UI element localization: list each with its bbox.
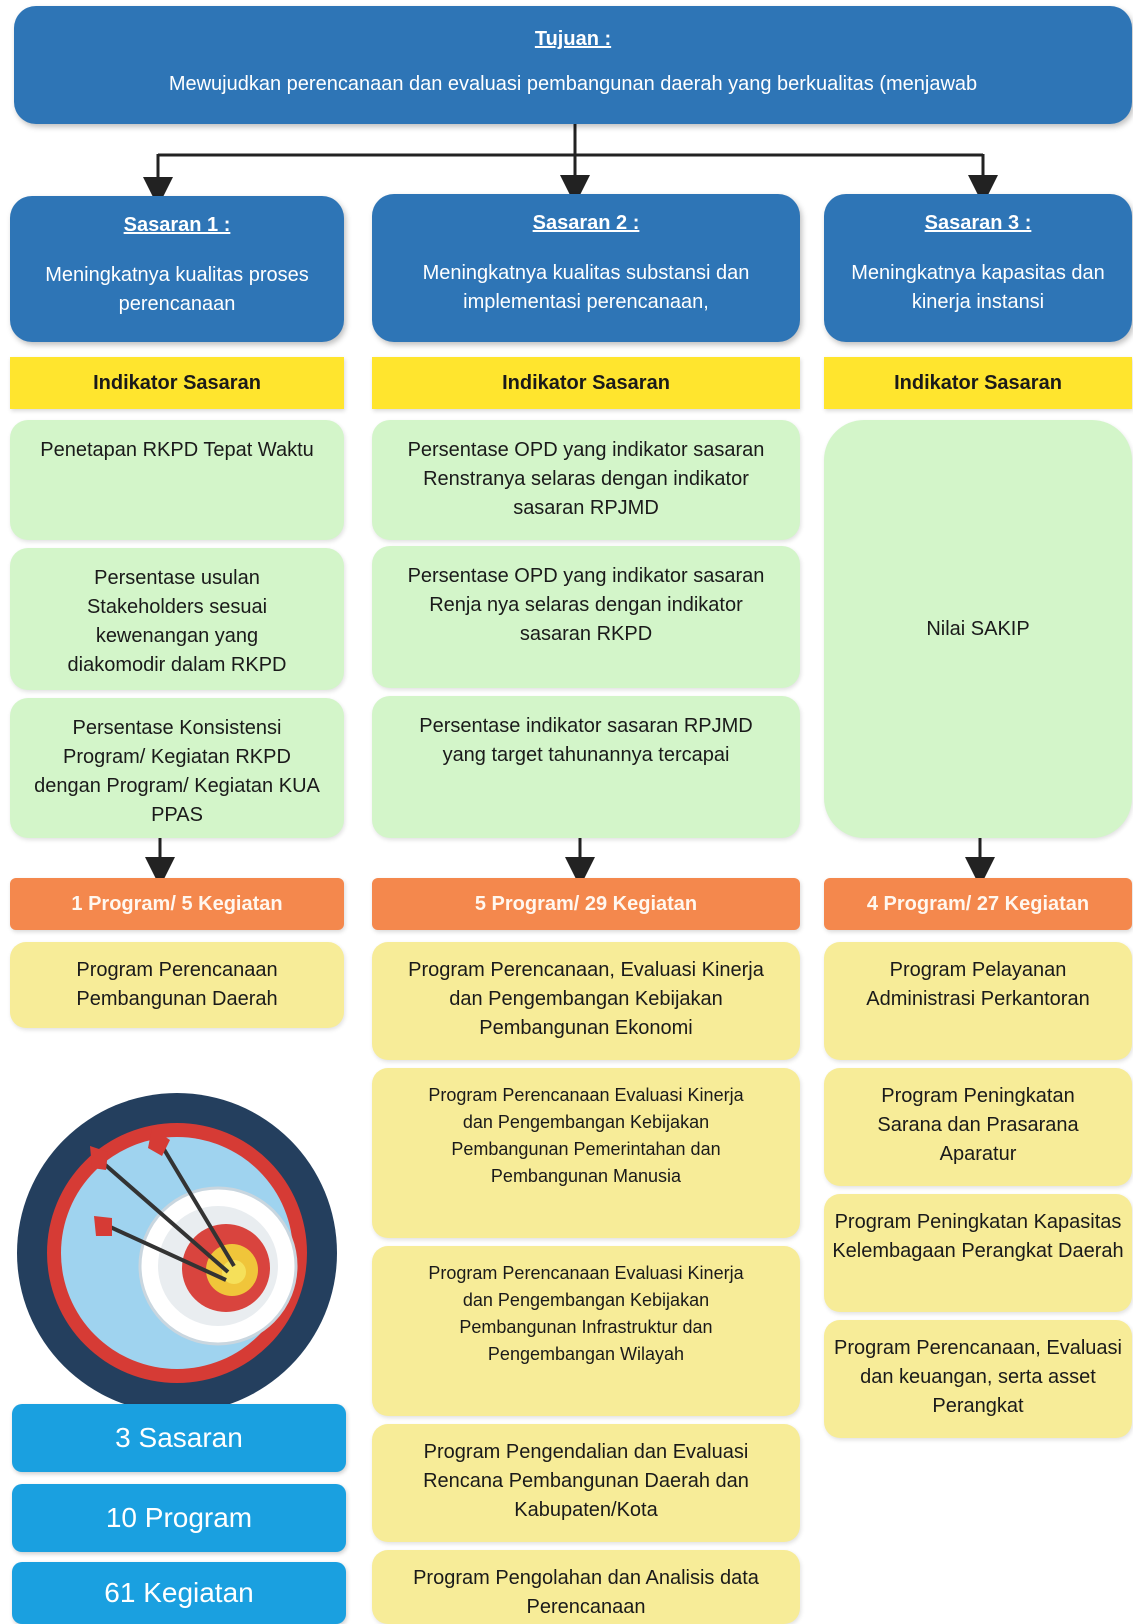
indikator-header-3: Indikator Sasaran [824, 357, 1132, 409]
stat-kegiatan: 61 Kegiatan [12, 1562, 346, 1624]
stat-sasaran: 3 Sasaran [12, 1404, 346, 1472]
program-3-2: Program Peningkatan Sarana dan Prasarana… [824, 1068, 1132, 1186]
goal-text: Mewujudkan perencanaan dan evaluasi pemb… [168, 73, 978, 95]
program-summary-3: 4 Program/ 27 Kegiatan [824, 878, 1132, 930]
indikator-header-1: Indikator Sasaran [10, 357, 344, 409]
goal-box: Tujuan : Mewujudkan perencanaan dan eval… [14, 6, 1132, 124]
target-with-arrows-icon [17, 1093, 337, 1413]
indikator-1-2: Persentase usulan Stakeholders sesuai ke… [10, 548, 344, 690]
indikator-2-3: Persentase indikator sasaran RPJMD yang … [372, 696, 800, 838]
program-2-4: Program Pengendalian dan Evaluasi Rencan… [372, 1424, 800, 1542]
program-3-3: Program Peningkatan Kapasitas Kelembagaa… [824, 1194, 1132, 1312]
sasaran-2-text: Meningkatnya kualitas substansi dan impl… [422, 262, 750, 313]
program-summary-1: 1 Program/ 5 Kegiatan [10, 878, 344, 930]
goal-title: Tujuan : [534, 28, 612, 50]
program-3-1: Program Pelayanan Administrasi Perkantor… [824, 942, 1132, 1060]
indikator-2-2: Persentase OPD yang indikator sasaran Re… [372, 546, 800, 688]
program-2-2: Program Perencanaan Evaluasi Kinerja dan… [372, 1068, 800, 1238]
indikator-1-3: Persentase Konsistensi Program/ Kegiatan… [10, 698, 344, 838]
program-summary-2: 5 Program/ 29 Kegiatan [372, 878, 800, 930]
sasaran-2-title: Sasaran 2 : [532, 212, 640, 234]
indikator-1-1: Penetapan RKPD Tepat Waktu [10, 420, 344, 540]
program-2-3: Program Perencanaan Evaluasi Kinerja dan… [372, 1246, 800, 1416]
sasaran-3-text: Meningkatnya kapasitas dan kinerja insta… [851, 262, 1105, 313]
program-2-5: Program Pengolahan dan Analisis data Per… [372, 1550, 800, 1624]
indikator-2-1: Persentase OPD yang indikator sasaran Re… [372, 420, 800, 540]
sasaran-3-box: Sasaran 3 : Meningkatnya kapasitas dan k… [824, 194, 1132, 342]
stat-program: 10 Program [12, 1484, 346, 1552]
sasaran-2-box: Sasaran 2 : Meningkatnya kualitas substa… [372, 194, 800, 342]
sasaran-1-text: Meningkatnya kualitas proses perencanaan [45, 264, 309, 315]
indikator-header-2: Indikator Sasaran [372, 357, 800, 409]
sasaran-1-title: Sasaran 1 : [123, 214, 231, 236]
indikator-3-1: Nilai SAKIP [824, 420, 1132, 838]
sasaran-3-title: Sasaran 3 : [924, 212, 1032, 234]
program-1-1: Program Perencanaan Pembangunan Daerah [10, 942, 344, 1028]
program-2-1: Program Perencanaan, Evaluasi Kinerja da… [372, 942, 800, 1060]
sasaran-1-box: Sasaran 1 : Meningkatnya kualitas proses… [10, 196, 344, 342]
program-3-4: Program Perencanaan, Evaluasi dan keuang… [824, 1320, 1132, 1438]
